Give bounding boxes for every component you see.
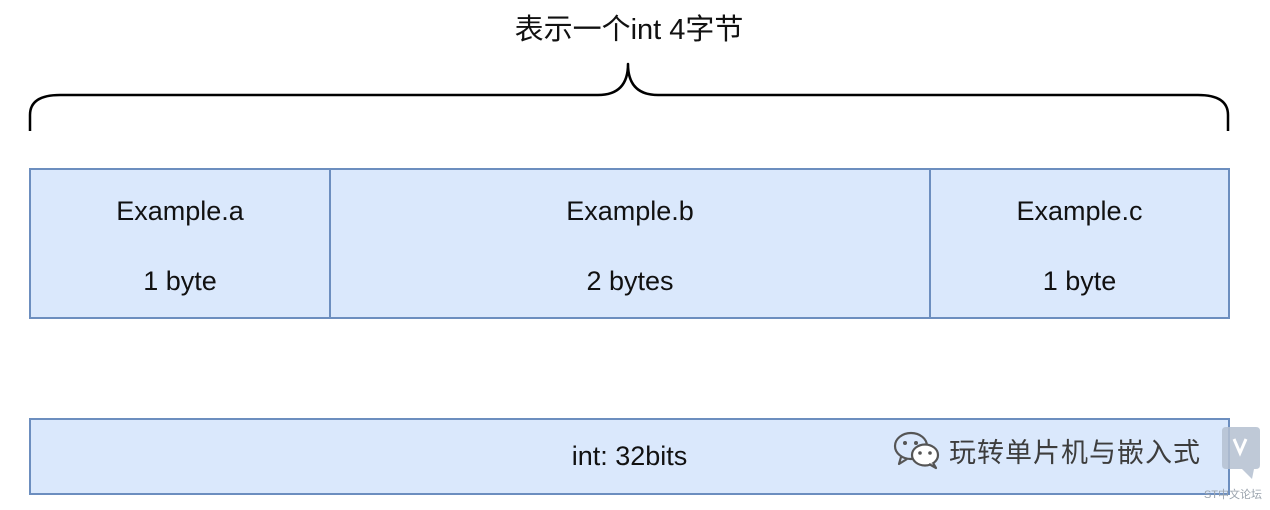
field-example-a: Example.a 1 byte	[29, 168, 331, 319]
int-bar: int: 32bits	[29, 418, 1230, 495]
field-example-c: Example.c 1 byte	[929, 168, 1230, 319]
field-name: Example.c	[1016, 196, 1143, 226]
field-size: 1 byte	[143, 266, 217, 296]
st-forum-logo	[1222, 427, 1260, 479]
field-name: Example.b	[566, 196, 694, 226]
watermark-text: 玩转单片机与嵌入式	[949, 437, 1201, 468]
st-forum-text: ST中文论坛	[1203, 489, 1262, 501]
curly-brace	[28, 62, 1230, 131]
field-size: 2 bytes	[586, 266, 674, 296]
field-example-b: Example.b 2 bytes	[329, 168, 931, 319]
int-bar-label: int: 32bits	[571, 441, 688, 471]
diagram-title: 表示一个int 4字节	[514, 14, 744, 46]
wechat-icon	[893, 431, 940, 470]
field-name: Example.a	[116, 196, 244, 226]
watermark: 玩转单片机与嵌入式	[893, 430, 1201, 470]
field-size: 1 byte	[1042, 266, 1117, 296]
struct-fields-row: Example.a 1 byte Example.b 2 bytes Examp…	[29, 168, 1230, 319]
